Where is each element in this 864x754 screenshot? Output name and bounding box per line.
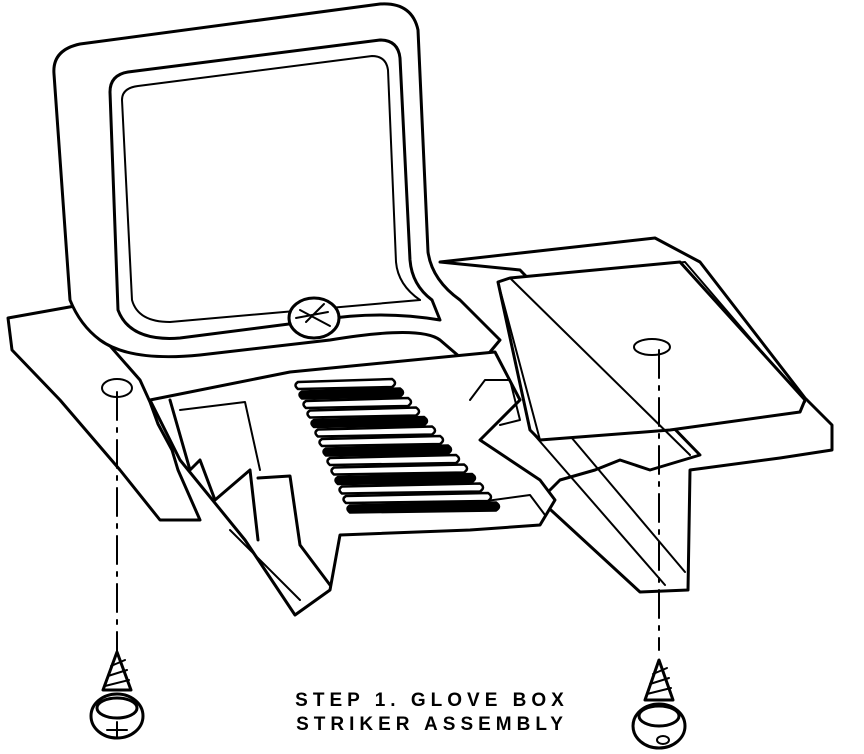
grille-slot [310, 415, 429, 429]
grille-slot [314, 425, 437, 438]
screw-left [89, 650, 145, 740]
caption-line-1: STEP 1. GLOVE BOX [295, 690, 569, 711]
grille-slot [334, 472, 477, 486]
grille-slot [302, 396, 413, 410]
grille-slot [294, 377, 397, 391]
right-block [496, 260, 807, 456]
grille-slot [306, 406, 421, 419]
leader-lines [116, 349, 660, 656]
grille-slot [322, 444, 453, 457]
rivet [287, 296, 341, 340]
ribbed-grille [294, 377, 501, 514]
striker-loop [52, 2, 502, 372]
grille-slot [326, 453, 461, 467]
grille-slot [338, 482, 485, 495]
grille-slot [342, 491, 493, 505]
grille-slot [298, 387, 405, 400]
grille-slot [330, 463, 469, 476]
screw-right [631, 658, 687, 750]
grille-slot [318, 434, 445, 448]
caption-line-2: STRIKER ASSEMBLY [296, 714, 568, 735]
grille-slot [346, 501, 501, 514]
screw-hole-right [633, 338, 671, 356]
